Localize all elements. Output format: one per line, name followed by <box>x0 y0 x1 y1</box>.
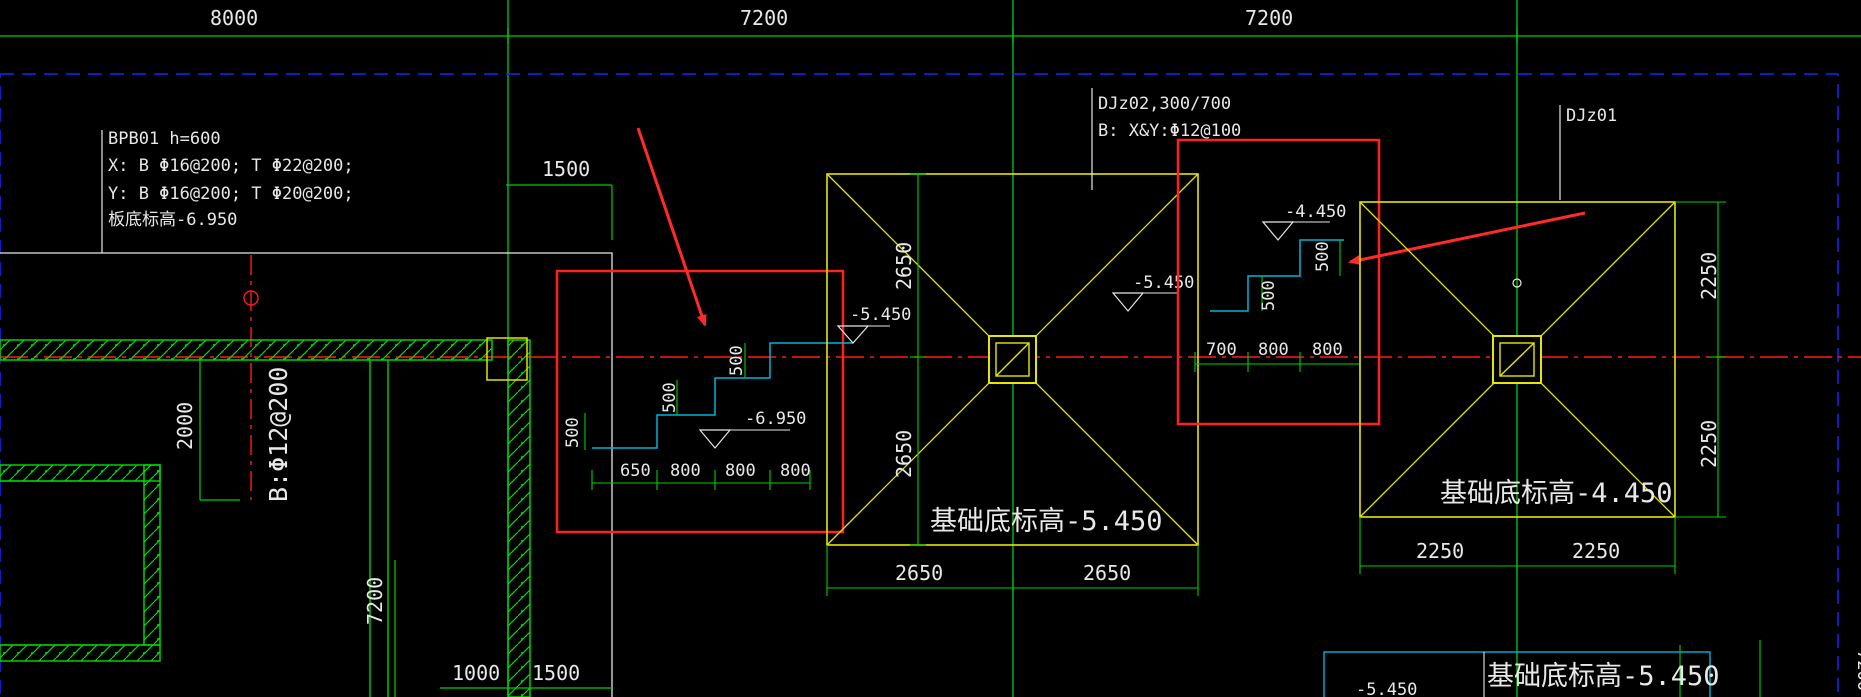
dashed-border <box>0 73 1839 697</box>
djz02-width-right: 2650 <box>1083 561 1131 585</box>
djz01-width-left: 2250 <box>1416 539 1464 563</box>
dim-1500-top: 1500 <box>542 157 590 181</box>
right-run-1: 700 <box>1206 340 1237 360</box>
beam-reinf-label: B:Φ12@200 <box>264 367 293 502</box>
left-rise-3: 500 <box>727 345 747 376</box>
djz02-side-bottom: 2650 <box>892 430 916 478</box>
djz02-mid-elev: -5.450 <box>1133 273 1194 293</box>
left-rise-1: 500 <box>563 417 583 448</box>
top-dim-8000: 8000 <box>210 6 258 30</box>
dim-1500-bottom: 1500 <box>532 661 580 685</box>
right-step-profile <box>1194 221 1361 372</box>
right-elev-top: -4.450 <box>1285 202 1346 222</box>
foundation-walls <box>0 337 531 697</box>
center-marker <box>243 290 259 306</box>
djz02-side-top: 2650 <box>892 242 916 290</box>
djz01-side-bottom: 2250 <box>1697 420 1721 468</box>
slab-note: BPB01 h=600 X: B Φ16@200; T Φ22@200; Y: … <box>101 129 354 253</box>
left-dim-lines <box>199 184 613 697</box>
bottom-right-dim: 7200 <box>1853 650 1861 691</box>
djz02-bottom-elev: 基础底标高-5.450 <box>930 506 1163 537</box>
djz01-bottom-elev: 基础底标高-4.450 <box>1440 478 1673 509</box>
djz02-label: DJz02,300/700 <box>1098 94 1231 114</box>
djz01-side-top: 2250 <box>1697 252 1721 300</box>
right-rise-1: 500 <box>1259 280 1279 311</box>
slab-y-reinf: Y: B Φ16@200; T Φ20@200; <box>108 184 354 204</box>
bottom-right-elev: -5.450 <box>1356 680 1417 697</box>
footing-djz01 <box>1359 105 1726 574</box>
dim-7200-vertical: 7200 <box>363 577 387 625</box>
right-run-3: 800 <box>1312 340 1343 360</box>
left-run-1: 650 <box>620 461 651 481</box>
djz01-label: DJz01 <box>1566 106 1617 126</box>
dim-2000: 2000 <box>173 402 197 450</box>
djz02-reinf: B: X&Y:Φ12@100 <box>1098 121 1241 141</box>
footing-djz02 <box>826 88 1199 596</box>
top-dim-7200-a: 7200 <box>740 6 788 30</box>
left-run-3: 800 <box>725 461 756 481</box>
top-dim-7200-b: 7200 <box>1245 6 1293 30</box>
dim-1000: 1000 <box>452 661 500 685</box>
right-run-2: 800 <box>1258 340 1289 360</box>
slab-outline <box>0 252 613 697</box>
left-elev-top: -5.450 <box>850 305 911 325</box>
left-run-4: 800 <box>780 461 811 481</box>
annotation-box-right <box>1176 138 1381 426</box>
left-step-profile <box>584 325 890 490</box>
bottom-right-elev-label: 基础底标高-5.450 <box>1487 661 1720 692</box>
left-rise-2: 500 <box>660 382 680 413</box>
right-rise-2: 500 <box>1313 241 1333 272</box>
slab-bottom-elev: 板底标高-6.950 <box>108 210 237 230</box>
annotation-box-left <box>555 269 845 534</box>
djz02-width-left: 2650 <box>895 561 943 585</box>
arrow-left <box>636 127 707 327</box>
slab-x-reinf: X: B Φ16@200; T Φ22@200; <box>108 156 354 176</box>
left-elev-bottom: -6.950 <box>745 409 806 429</box>
arrow-right <box>1348 211 1586 265</box>
djz01-width-right: 2250 <box>1572 539 1620 563</box>
bottom-right-partial <box>1323 640 1761 697</box>
slab-title: BPB01 h=600 <box>108 129 221 149</box>
left-run-2: 800 <box>670 461 701 481</box>
wall-column <box>486 337 528 381</box>
